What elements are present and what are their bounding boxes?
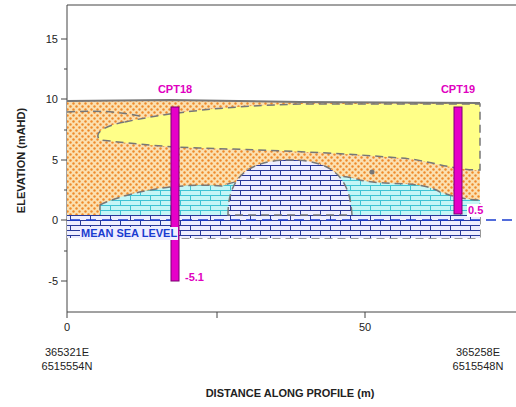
axis-title: DISTANCE ALONG PROFILE (m) (206, 387, 375, 400)
cpt-label: CPT18 (158, 83, 192, 96)
depth-value: 0.5 (467, 204, 484, 217)
ground-surface (67, 100, 480, 103)
sand-layer (67, 100, 480, 238)
axis-title: ELEVATION (mAHD) (16, 107, 29, 212)
tick-label: -5 (48, 275, 58, 288)
coordinate: 6515554N (42, 360, 93, 373)
cpt-label: CPT19 (441, 83, 475, 96)
coordinate: 365321E (45, 346, 89, 359)
tick-label: 15 (46, 33, 58, 46)
depth-value: -5.1 (184, 271, 205, 284)
layer-boundary (67, 111, 140, 116)
y-ticks (61, 39, 67, 281)
coordinate: 365258E (456, 346, 500, 359)
tick-label: 0 (52, 214, 58, 227)
sea-level-line (70, 219, 512, 221)
tick-label: 10 (46, 93, 58, 106)
bedrock-mound (228, 160, 352, 215)
cpt-bar (171, 107, 179, 281)
x-ticks (67, 312, 365, 318)
coordinate: 6515548N (453, 360, 504, 373)
tick-label: 0 (64, 321, 70, 334)
plot-frame (67, 5, 516, 312)
cpt-bar (454, 107, 462, 214)
tick-label: 50 (359, 321, 371, 334)
marker-dot (370, 170, 375, 175)
tick-label: 5 (52, 154, 58, 167)
sea-level-label: MEAN SEA LEVEL (80, 227, 178, 240)
